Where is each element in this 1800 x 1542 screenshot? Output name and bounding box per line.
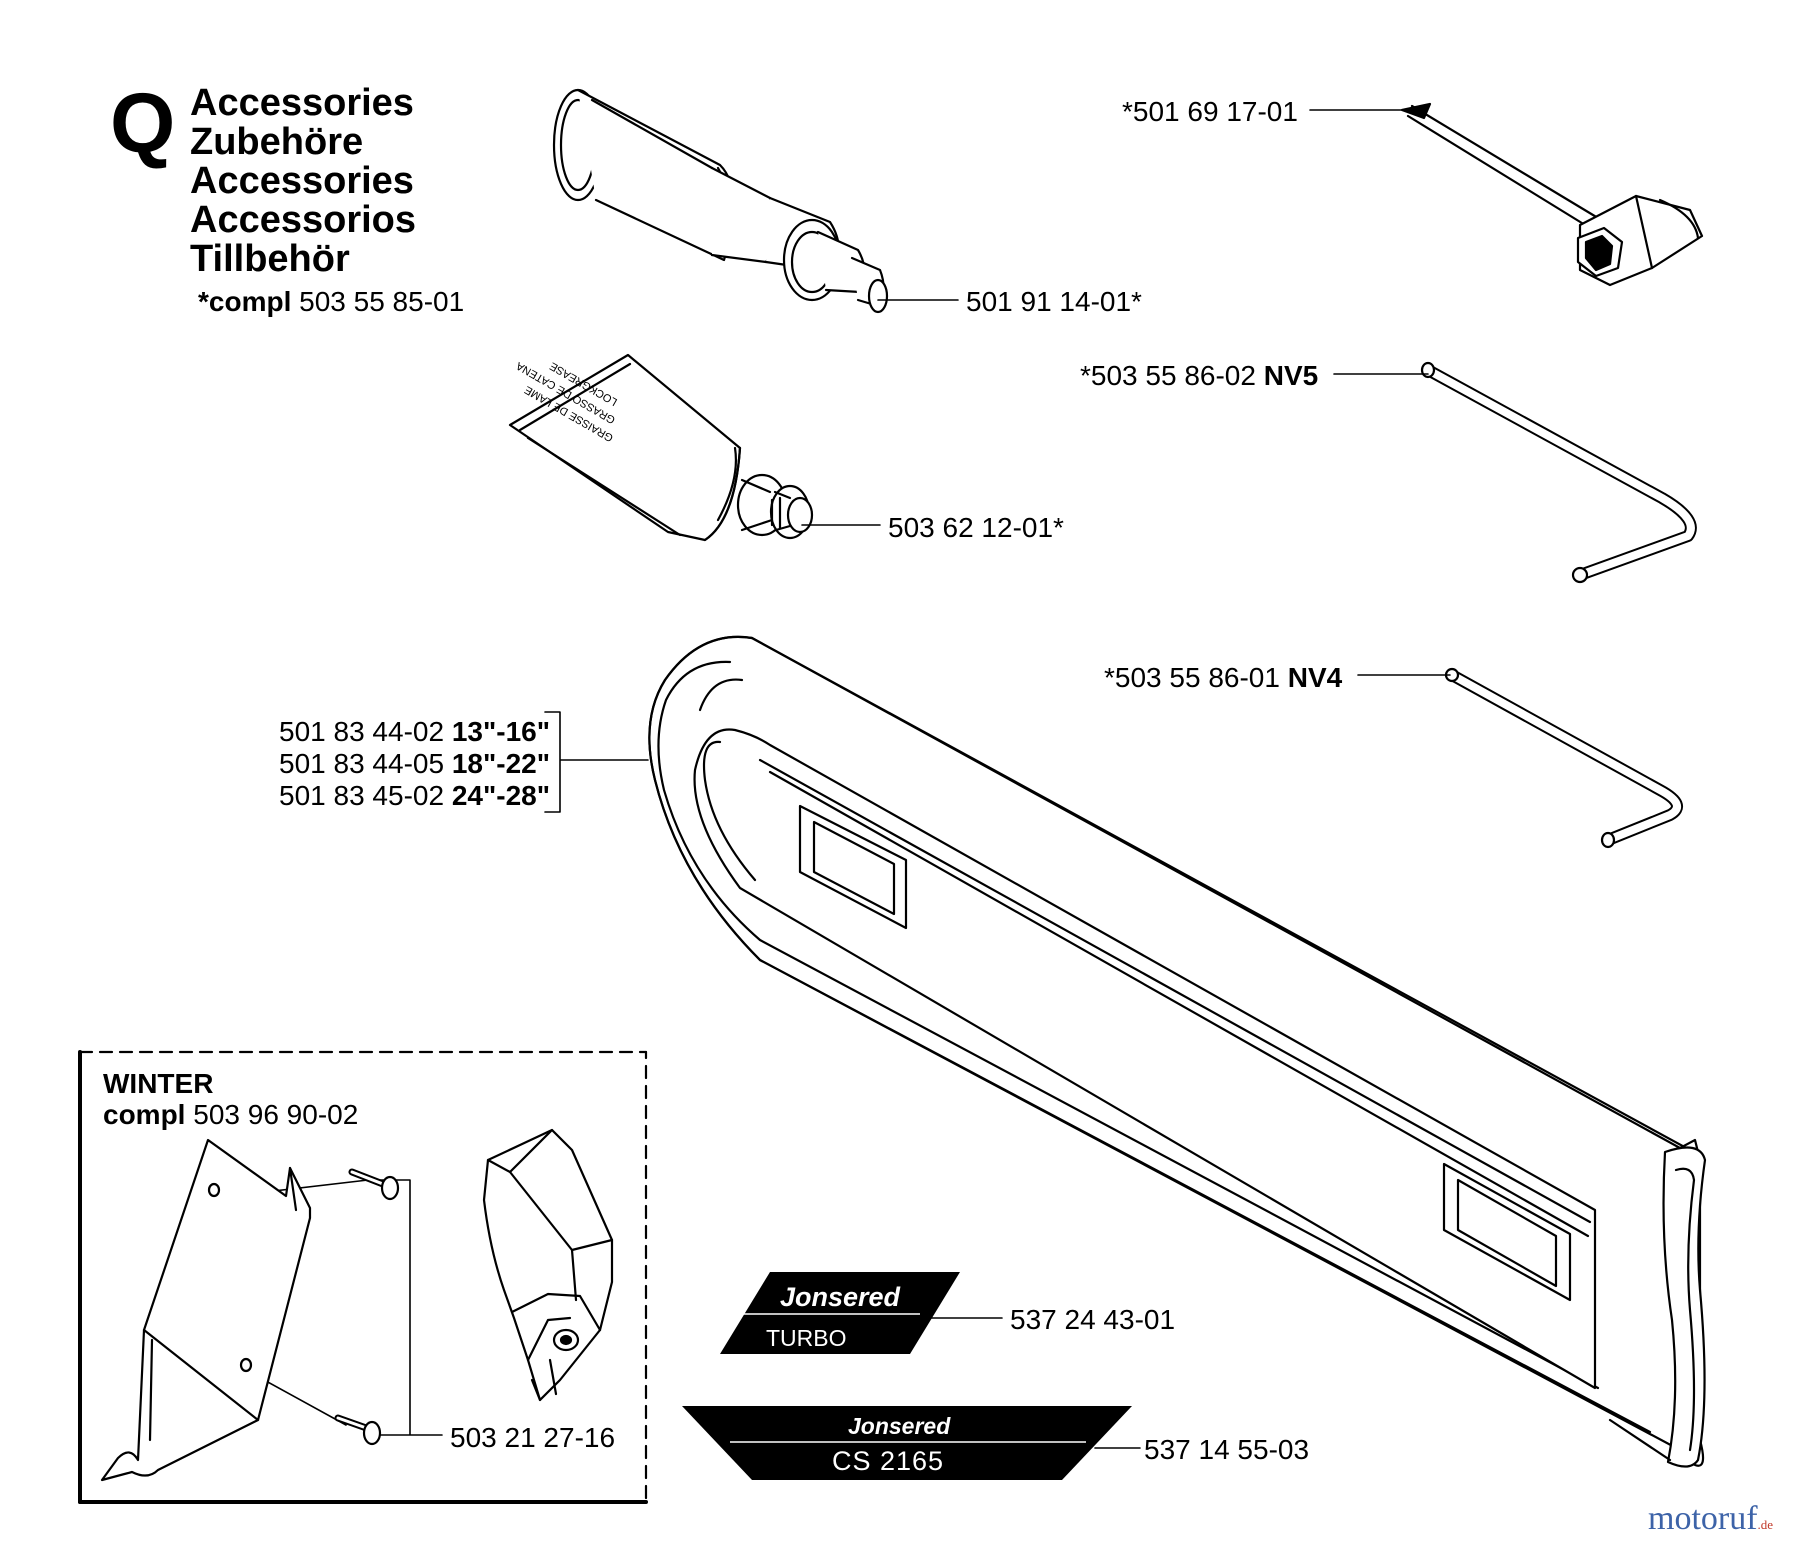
- hex-key-nv4-illustration: [1444, 667, 1683, 849]
- section-letter: Q: [110, 76, 176, 170]
- hex-key-nv4-size: NV4: [1287, 662, 1343, 693]
- header-compl-number: 503 55 85-01: [299, 286, 465, 317]
- hex-key-nv4-number: *503 55 86-01: [1104, 662, 1280, 693]
- label-bar-cover-1: 501 83 44-02 13"-16": [279, 716, 550, 748]
- winter-kit-box: [78, 1050, 648, 1504]
- header-compl-prefix: *compl: [198, 286, 292, 317]
- leader-winter-screws: [367, 1179, 443, 1436]
- header-compl: *compl 503 55 85-01: [198, 286, 464, 318]
- label-bar-cover-2: 501 83 44-05 18"-22": [279, 748, 550, 780]
- combination-spanner-illustration: [1400, 102, 1704, 287]
- label-hex-key-nv5: *503 55 86-02 NV5: [1080, 360, 1318, 392]
- label-decal-model: 537 14 55-03: [1144, 1434, 1310, 1465]
- label-screwdriver: *501 69 17-01: [1122, 96, 1298, 127]
- label-grease-tube: 503 62 12-01*: [888, 512, 1064, 543]
- label-grease-pump: 501 91 14-01*: [966, 286, 1142, 317]
- section-titles: Accessories Zubehöre Accessories Accesso…: [190, 84, 416, 279]
- winter-kit-heading: WINTER compl 503 96 90-02: [103, 1068, 358, 1130]
- label-decal-turbo: 537 24 43-01: [1010, 1304, 1176, 1335]
- bar-cover-3-size: 24"-28": [451, 780, 550, 811]
- watermark-suffix: .de: [1757, 1517, 1774, 1532]
- decal-turbo-brand: Jonsered: [780, 1282, 901, 1312]
- winter-kit-compl: compl 503 96 90-02: [103, 1099, 358, 1130]
- watermark-main: motoruf: [1648, 1500, 1758, 1537]
- winter-kit-title: WINTER: [103, 1068, 214, 1099]
- leader-bar-cover: [544, 711, 649, 813]
- title-german: Zubehöre: [190, 121, 364, 163]
- hex-key-nv5-number: *503 55 86-02: [1080, 360, 1256, 391]
- label-bar-cover-3: 501 83 45-02 24"-28": [279, 780, 550, 812]
- hex-key-nv5-size: NV5: [1263, 360, 1319, 391]
- title-spanish: Accessorios: [190, 199, 417, 241]
- decal-turbo: Jonsered TURBO: [720, 1272, 960, 1354]
- bar-cover-2-number: 501 83 44-05: [279, 748, 445, 779]
- decal-model-brand: Jonsered: [848, 1413, 951, 1439]
- bar-cover-illustration: [648, 635, 1707, 1468]
- hex-key-nv5-illustration: [1420, 361, 1697, 584]
- bar-cover-2-size: 18"-22": [451, 748, 550, 779]
- bar-cover-1-size: 13"-16": [451, 716, 550, 747]
- label-hex-key-nv4: *503 55 86-01 NV4: [1104, 662, 1342, 694]
- winter-screw-1: [348, 1168, 400, 1201]
- watermark-logo: motoruf.de: [1648, 1500, 1773, 1538]
- decal-turbo-label: TURBO: [766, 1325, 847, 1351]
- winter-kit-compl-number: 503 96 90-02: [193, 1099, 359, 1130]
- decal-model-label: CS 2165: [832, 1446, 944, 1476]
- winter-shroud-illustration: [482, 1128, 614, 1402]
- title-english: Accessories: [190, 82, 414, 124]
- grease-pump-illustration: [552, 88, 889, 314]
- title-swedish: Tillbehör: [190, 238, 350, 280]
- winter-plate-illustration: [100, 1138, 312, 1482]
- bar-cover-1-number: 501 83 44-02: [279, 716, 445, 747]
- label-winter-screws: 503 21 27-16: [450, 1422, 616, 1453]
- winter-screw-2: [334, 1414, 382, 1446]
- title-french: Accessories: [190, 160, 414, 202]
- bar-cover-3-number: 501 83 45-02: [279, 780, 445, 811]
- winter-kit-compl-prefix: compl: [103, 1099, 186, 1130]
- decal-model: Jonsered CS 2165: [682, 1406, 1132, 1480]
- grease-tube-illustration: [508, 353, 814, 542]
